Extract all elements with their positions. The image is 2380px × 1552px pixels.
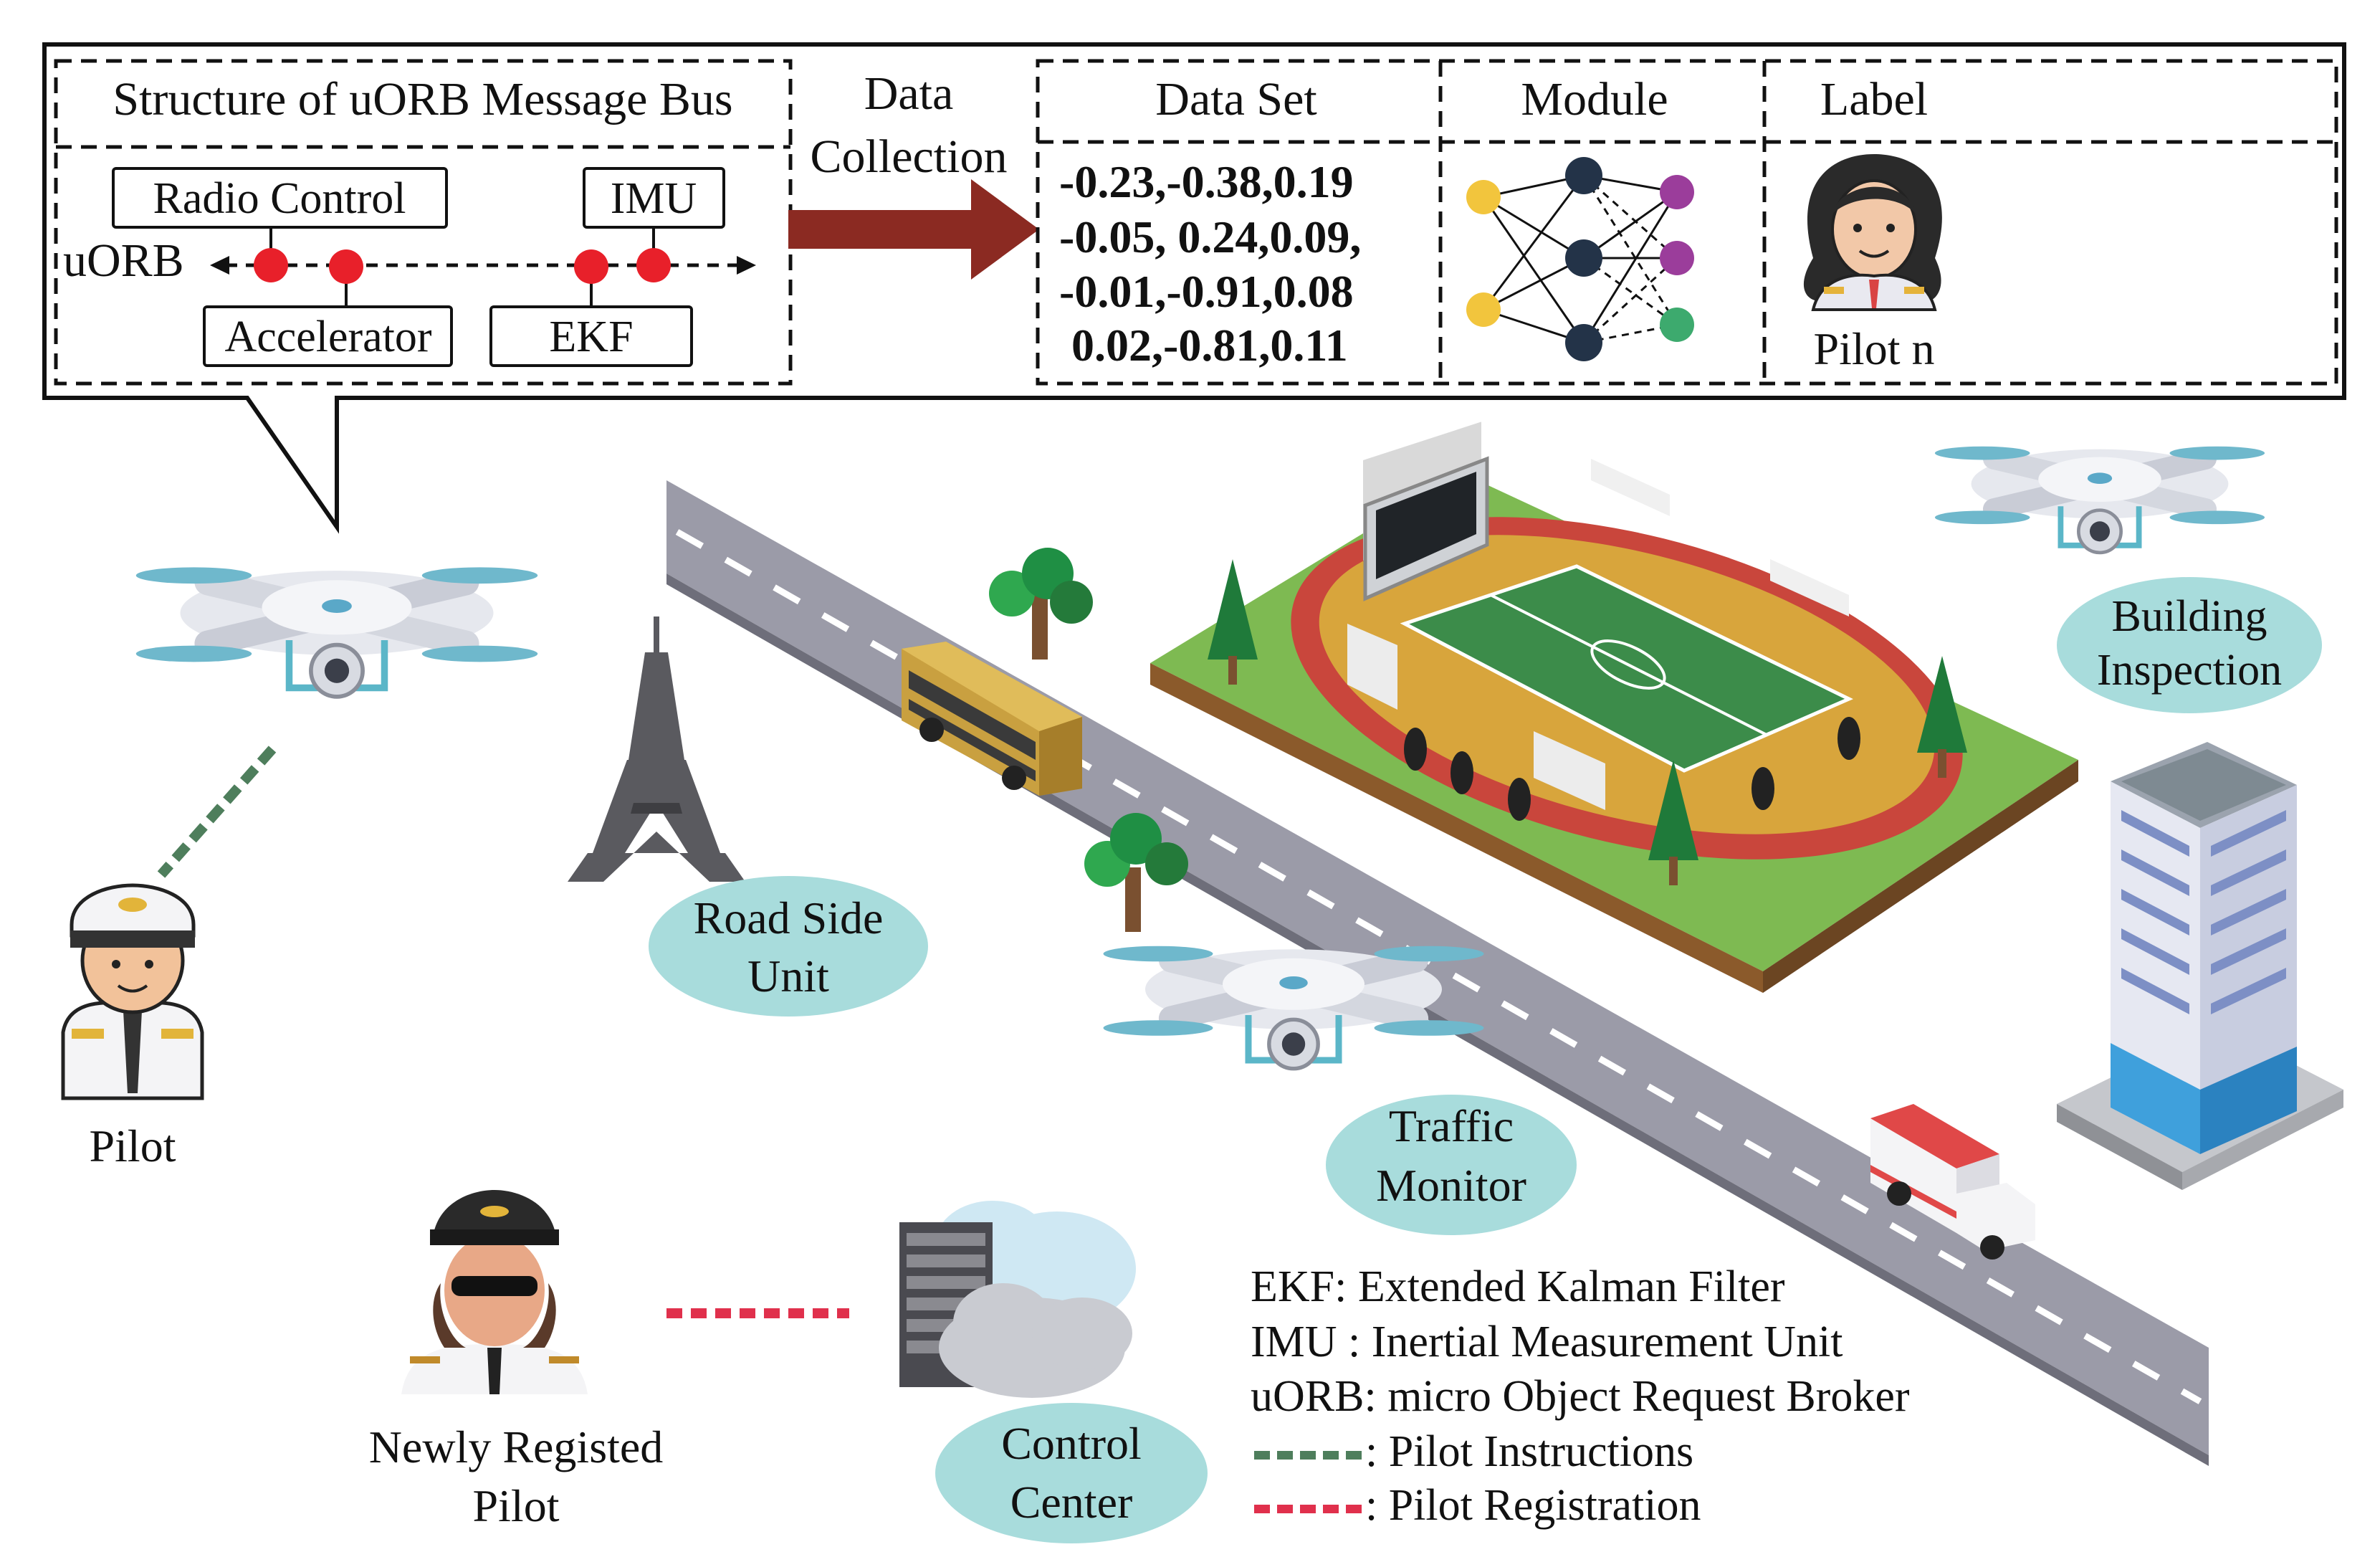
control-center-label-2: Center bbox=[1010, 1477, 1133, 1528]
bus-arrow-right bbox=[737, 256, 756, 275]
imu-label: IMU bbox=[611, 174, 697, 223]
radio-control-node bbox=[112, 167, 448, 229]
uorb-bus-label: uORB bbox=[63, 234, 184, 287]
traffic-ellipse bbox=[1326, 1095, 1577, 1235]
legend-registration: : Pilot Registration bbox=[1365, 1481, 1701, 1530]
building-ellipse bbox=[2057, 577, 2322, 713]
dataset-row-1: -0.23,-0.38,0.19 bbox=[1059, 156, 1354, 207]
bus-dot-radio bbox=[254, 248, 288, 282]
callout-frame bbox=[42, 42, 2346, 534]
office-building bbox=[2057, 742, 2343, 1190]
pilot-label: Pilot bbox=[90, 1120, 176, 1171]
bus-dot-ekf bbox=[574, 249, 608, 284]
rsu-ellipse bbox=[649, 876, 928, 1017]
accelerator-node bbox=[203, 305, 453, 367]
drone-pilot bbox=[136, 567, 538, 697]
new-pilot-icon bbox=[401, 1190, 588, 1394]
bus-dot-accel bbox=[329, 249, 363, 284]
radio-control-label: Radio Control bbox=[153, 174, 406, 223]
new-pilot-label-2: Pilot bbox=[473, 1480, 560, 1531]
rsu-label-1: Road Side bbox=[694, 892, 884, 943]
pilot-instructions-link bbox=[157, 746, 277, 878]
pilot-icon bbox=[61, 883, 204, 1100]
ekf-label: EKF bbox=[549, 313, 633, 361]
eiffel-tower-rsu bbox=[568, 616, 745, 882]
dataset-row-4: 0.02,-0.81,0.11 bbox=[1071, 320, 1348, 371]
control-center-label-1: Control bbox=[1001, 1418, 1142, 1469]
bus bbox=[902, 642, 1082, 796]
building-label-1: Building bbox=[2111, 592, 2267, 641]
legend-ekf: EKF: Extended Kalman Filter bbox=[1251, 1262, 1785, 1311]
legend-uorb: uORB: micro Object Request Broker bbox=[1251, 1372, 1910, 1421]
callout-panel: Structure of uORB Message Bus Radio Cont… bbox=[42, 42, 2346, 534]
dataset-header: Data Set bbox=[1155, 73, 1316, 125]
control-center-icon bbox=[899, 1201, 1136, 1398]
dataset-row-3: -0.01,-0.91,0.08 bbox=[1059, 266, 1354, 317]
legend-instructions: : Pilot Instructions bbox=[1365, 1427, 1693, 1476]
bus-dot-imu bbox=[636, 248, 671, 282]
collection-label-2: Collection bbox=[811, 130, 1008, 183]
tree-2 bbox=[1084, 813, 1188, 932]
new-pilot-label-1: Newly Registed bbox=[369, 1422, 664, 1472]
ambulance bbox=[1870, 1104, 2035, 1260]
collection-label-1: Data bbox=[864, 67, 954, 120]
legend-imu: IMU : Inertial Measurement Unit bbox=[1251, 1318, 1843, 1366]
female-pilot-icon bbox=[1803, 154, 1942, 311]
building-windows bbox=[2121, 810, 2286, 1014]
legend: EKF: Extended Kalman Filter IMU : Inerti… bbox=[1251, 1262, 1910, 1530]
bus-title: Structure of uORB Message Bus bbox=[113, 73, 732, 125]
pilot-n-label: Pilot n bbox=[1814, 323, 1935, 374]
drone-building bbox=[1935, 447, 2265, 553]
rsu-label-2: Unit bbox=[747, 951, 829, 1001]
control-center-ellipse bbox=[935, 1403, 1208, 1543]
dataset-table bbox=[1036, 59, 2338, 386]
building-label-2: Inspection bbox=[2097, 646, 2282, 695]
tree-1 bbox=[989, 548, 1093, 660]
accelerator-label: Accelerator bbox=[224, 313, 431, 361]
stadium bbox=[1150, 422, 2078, 993]
label-header: Label bbox=[1820, 73, 1928, 125]
dataset-row-2: -0.05, 0.24,0.09, bbox=[1059, 211, 1361, 262]
traffic-label-1: Traffic bbox=[1389, 1100, 1514, 1151]
bus-arrow-left bbox=[210, 256, 229, 275]
module-header: Module bbox=[1521, 73, 1668, 125]
data-collection-arrow bbox=[788, 179, 1039, 280]
traffic-label-2: Monitor bbox=[1376, 1160, 1526, 1211]
